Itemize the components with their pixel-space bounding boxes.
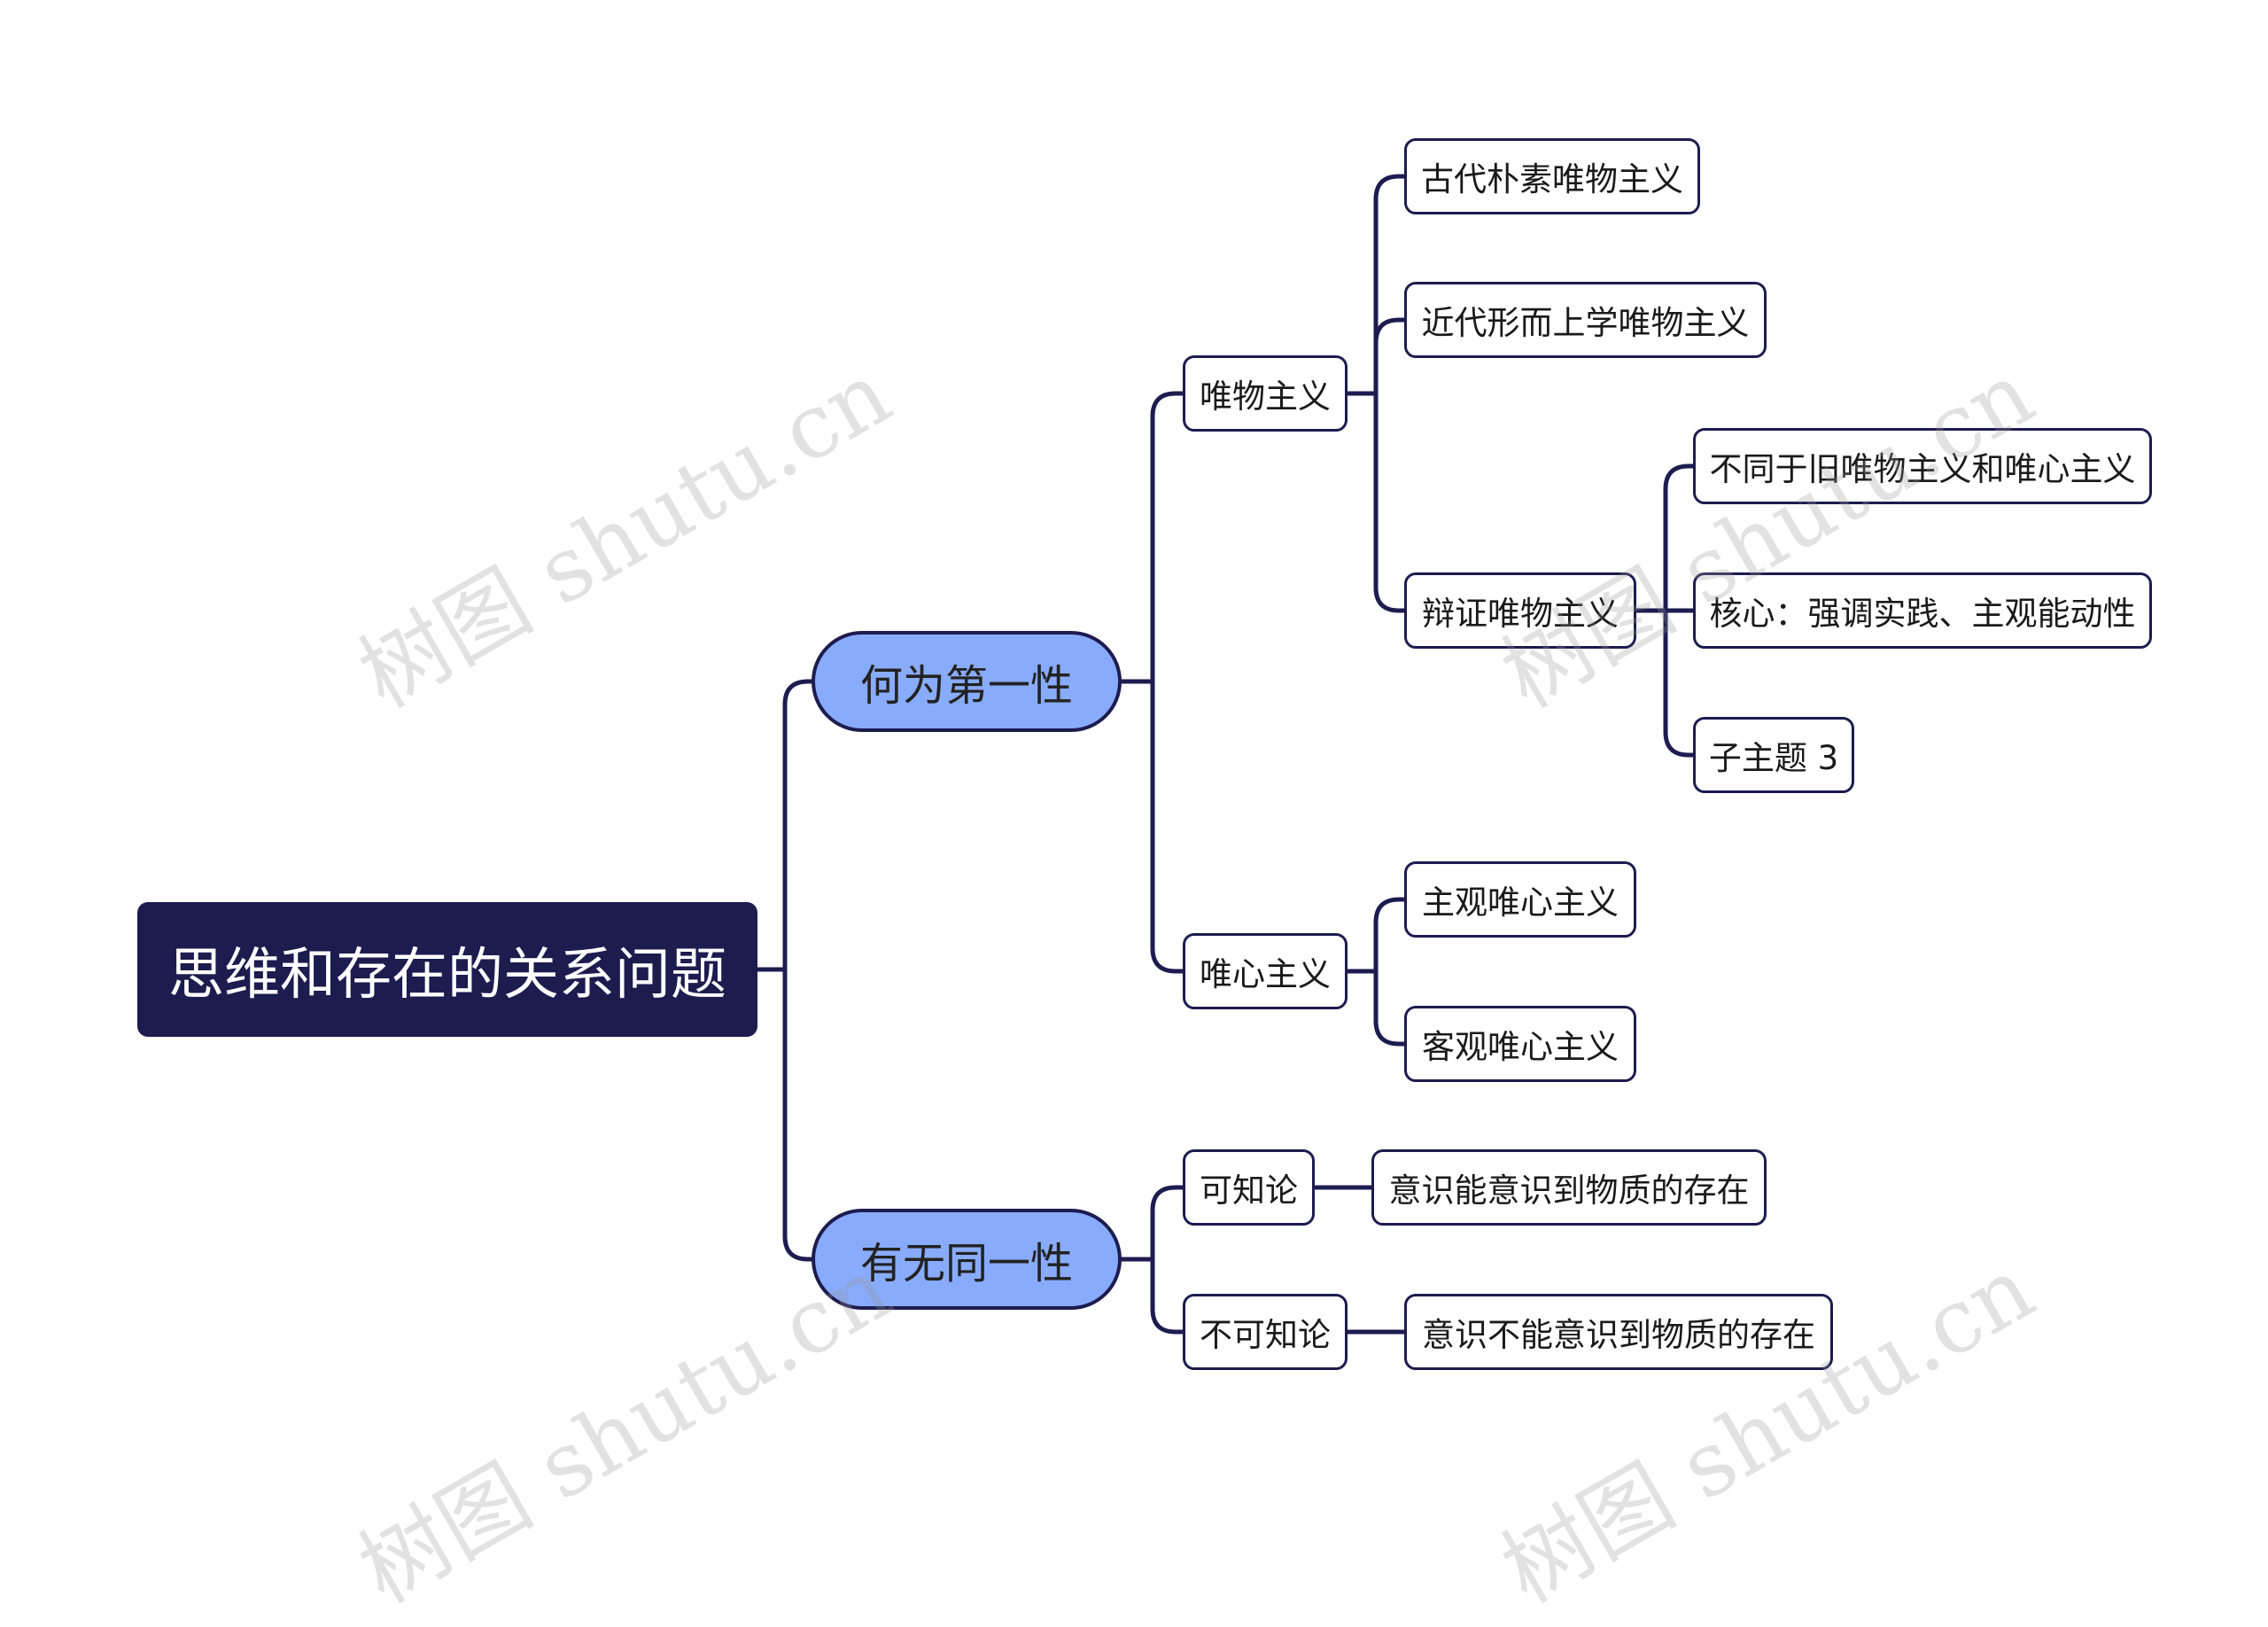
connector [755,967,814,1262]
topic-knowable-detail[interactable]: 意识能意识到物质的存在 [1371,1149,1767,1226]
topic-differs-from-old[interactable]: 不同于旧唯物主义和唯心主义 [1693,428,2152,504]
topic-unknowable-detail[interactable]: 意识不能意识到物质的存在 [1404,1294,1833,1370]
connector [1119,679,1185,974]
topic-metaphysical-materialism[interactable]: 近代形而上学唯物主义 [1404,282,1767,358]
connector [1345,391,1407,613]
connector [1119,1185,1185,1262]
connector [1345,969,1407,1047]
connector [1119,391,1185,684]
connector [1345,317,1407,396]
topic-subtopic-3[interactable]: 子主题 3 [1693,717,1854,793]
topic-core-practice[interactable]: 核心：强调实践、主观能动性 [1693,572,2152,649]
connector [1345,897,1407,974]
topic-idealism[interactable]: 唯心主义 [1183,933,1348,1009]
connector [1634,463,1696,613]
connector [755,679,814,972]
branch-identity[interactable]: 有无同一性 [812,1209,1122,1310]
topic-materialism[interactable]: 唯物主义 [1183,355,1348,432]
connector [1119,1257,1185,1335]
root-topic[interactable]: 思维和存在的关系问题 [137,902,757,1037]
connector-lines [755,174,1696,1335]
branch-first-nature[interactable]: 何为第一性 [812,631,1122,732]
topic-objective-idealism[interactable]: 客观唯心主义 [1404,1006,1636,1082]
topic-agnosticism[interactable]: 不可知论 [1183,1294,1348,1370]
topic-ancient-materialism[interactable]: 古代朴素唯物主义 [1404,138,1700,214]
connector [1345,174,1407,396]
topic-subjective-idealism[interactable]: 主观唯心主义 [1404,861,1636,938]
topic-dialectical-materialism[interactable]: 辩证唯物主义 [1404,572,1636,649]
topic-agnosticism-no[interactable]: 可知论 [1183,1149,1315,1226]
connector [1634,608,1696,758]
mind-map-canvas: 思维和存在的关系问题 何为第一性 有无同一性 唯物主义 古代朴素唯物主义 近代形… [137,138,2152,1623]
